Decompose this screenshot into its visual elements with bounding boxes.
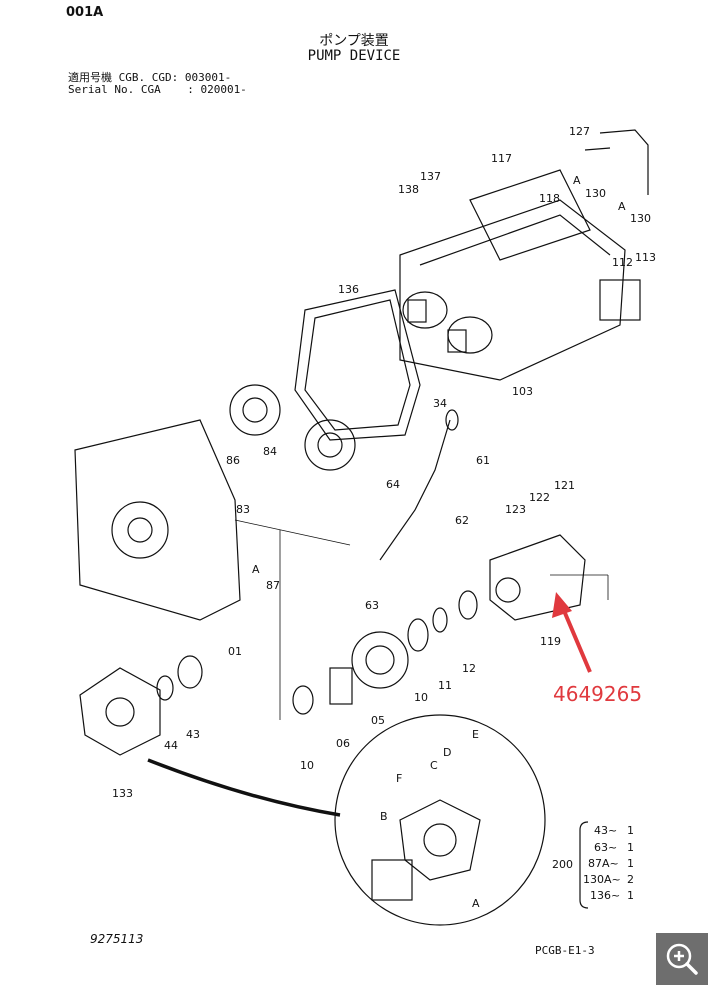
label-138: 138 xyxy=(398,183,419,196)
label-34: 34 xyxy=(433,397,447,410)
kit-number: 200 xyxy=(552,858,573,871)
kit-item-code: 63~ xyxy=(594,841,617,854)
kit-list: 200 43~ 1 63~ 1 87A~ 1 130A~ 2 136~ 1 xyxy=(552,824,634,902)
label-06: 06 xyxy=(336,737,350,750)
label-83: 83 xyxy=(236,503,250,516)
label-64: 64 xyxy=(386,478,400,491)
detail-view-circle xyxy=(334,714,546,926)
zoom-in-icon xyxy=(666,943,698,975)
label-c: C xyxy=(430,759,438,772)
document-number: 9275113 xyxy=(90,932,144,946)
label-01: 01 xyxy=(228,645,242,658)
dipstick-drawing xyxy=(379,419,451,561)
title-japanese: ポンプ装置 xyxy=(319,33,389,49)
kit-item-qty: 1 xyxy=(627,857,634,870)
label-119: 119 xyxy=(540,635,561,648)
label-118: 118 xyxy=(539,192,560,205)
label-84: 84 xyxy=(263,445,277,458)
red-callout-arrow xyxy=(552,592,592,673)
part-labels: 127 117 138 137 118 130 130 113 112 136 … xyxy=(112,125,656,910)
serial-line-2: Serial No. CGA : 020001- xyxy=(68,83,247,96)
gear-drawing-2 xyxy=(304,419,356,471)
label-f: F xyxy=(396,772,402,785)
label-130: 130 xyxy=(585,187,606,200)
label-05: 05 xyxy=(371,714,385,727)
label-117: 117 xyxy=(491,152,512,165)
label-e: E xyxy=(472,728,479,741)
kit-item-qty: 1 xyxy=(627,824,634,837)
kit-item-code: 87A~ xyxy=(588,857,619,870)
page-code: PCGB-E1-3 xyxy=(535,944,595,957)
label-86: 86 xyxy=(226,454,240,467)
label-136: 136 xyxy=(338,283,359,296)
label-44: 44 xyxy=(164,739,178,752)
kit-item-code: 130A~ xyxy=(583,873,621,886)
kit-item-qty: 1 xyxy=(627,889,634,902)
label-12: 12 xyxy=(462,662,476,675)
kit-item-qty: 1 xyxy=(627,841,634,854)
label-b: B xyxy=(380,810,388,823)
diagram-code: 001A xyxy=(66,5,104,20)
serial-line-1: 適用号機 CGB. CGD: 003001- xyxy=(68,71,232,84)
callout-part-number: 4649265 xyxy=(553,682,643,706)
gear-drawing-05 xyxy=(351,631,409,689)
gasket-drawing xyxy=(294,289,421,441)
flywheel-housing-drawing xyxy=(74,419,241,621)
label-10b: 10 xyxy=(300,759,314,772)
label-130b: 130 xyxy=(630,212,651,225)
label-a-2: A xyxy=(618,200,626,213)
label-62: 62 xyxy=(455,514,469,527)
gear-drawing-1 xyxy=(229,384,281,436)
coupling-drawing xyxy=(79,667,161,756)
label-123: 123 xyxy=(505,503,526,516)
label-a-3: A xyxy=(252,563,260,576)
label-121: 121 xyxy=(554,479,575,492)
zoom-button[interactable] xyxy=(656,933,708,985)
label-11: 11 xyxy=(438,679,452,692)
label-137: 137 xyxy=(420,170,441,183)
kit-item-code: 136~ xyxy=(590,889,620,902)
kit-item-code: 43~ xyxy=(594,824,617,837)
kit-item-qty: 2 xyxy=(627,873,634,886)
label-10: 10 xyxy=(414,691,428,704)
title-english: PUMP DEVICE xyxy=(307,48,401,64)
label-61: 61 xyxy=(476,454,490,467)
label-63: 63 xyxy=(365,599,379,612)
label-127: 127 xyxy=(569,125,590,138)
label-87: 87 xyxy=(266,579,280,592)
label-133: 133 xyxy=(112,787,133,800)
detail-leader-arrow xyxy=(147,758,341,817)
label-112: 112 xyxy=(612,256,633,269)
label-113: 113 xyxy=(635,251,656,264)
label-103: 103 xyxy=(512,385,533,398)
label-a-4: A xyxy=(472,897,480,910)
aux-pump-drawing xyxy=(489,534,586,621)
label-a-1: A xyxy=(573,174,581,187)
pump-housing-drawing xyxy=(399,169,641,381)
label-d: D xyxy=(443,746,451,759)
label-43: 43 xyxy=(186,728,200,741)
label-122: 122 xyxy=(529,491,550,504)
